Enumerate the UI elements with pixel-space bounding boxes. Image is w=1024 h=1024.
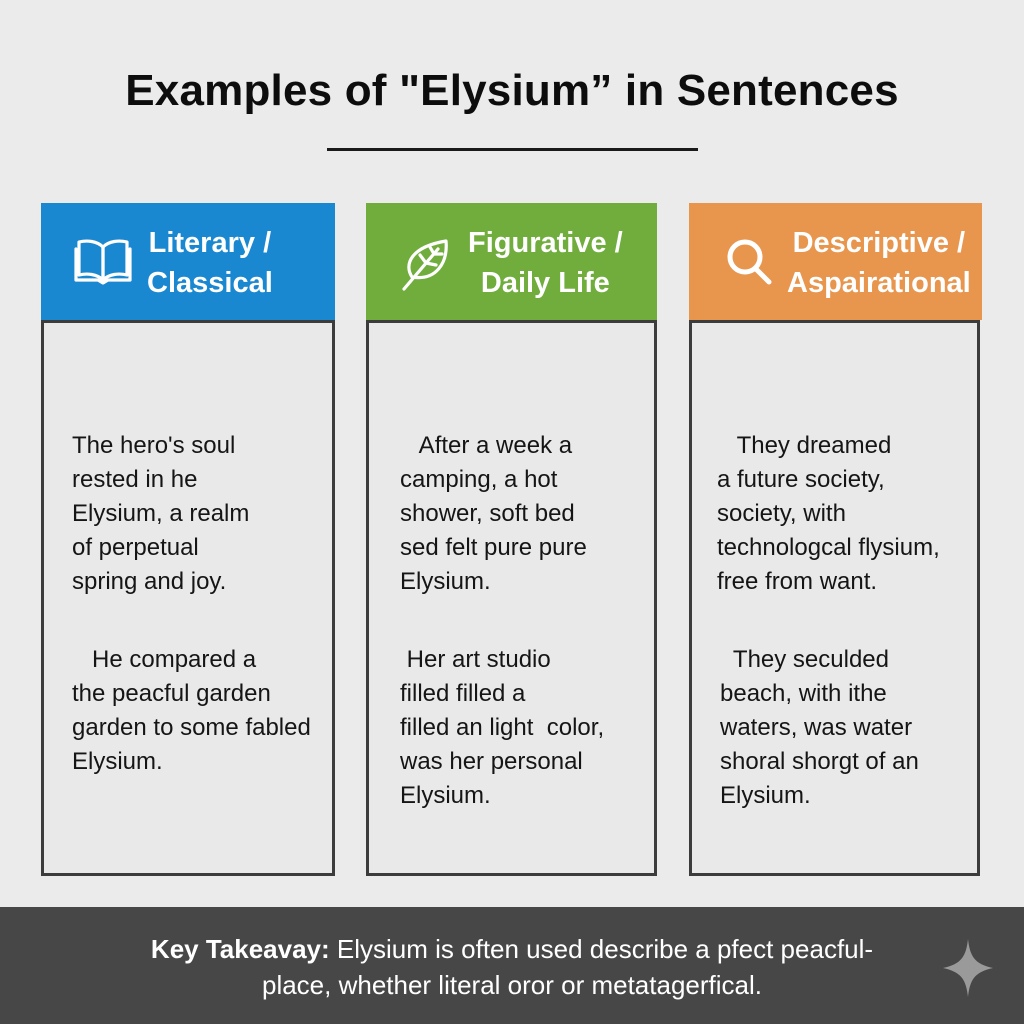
card-title-line1: Descriptive /	[792, 227, 966, 259]
card-title-line2: Classical	[147, 267, 273, 299]
card-header-literary: Literary / Classical	[41, 203, 335, 320]
card-descriptive-aspirational: Descriptive / Aspairational They dreamed…	[689, 203, 982, 876]
card-literary-classical: Literary / Classical The hero's soul res…	[41, 203, 335, 876]
example-sentence: After a week a camping, a hot shower, so…	[400, 432, 587, 595]
example-sentence: They dreamed a future society, society, …	[717, 432, 940, 595]
open-book-icon	[71, 229, 135, 293]
card-header-figurative: Figurative / Daily Life	[366, 203, 657, 320]
key-takeaway-line2: place, whether literal oror or metatager…	[261, 970, 762, 1000]
example-sentence: He compared a the peacful garden garden …	[72, 646, 311, 775]
magnifying-glass-icon	[719, 229, 783, 293]
example-sentence: Her art studio filled filled a filled an…	[400, 646, 605, 809]
key-takeaway-line1: Elysium is often used describe a pfect p…	[329, 934, 874, 964]
card-figurative-daily-life: Figurative / Daily Life After a week a c…	[366, 203, 657, 876]
sparkle-icon	[943, 939, 993, 997]
card-title-line2: Daily Life	[480, 267, 610, 299]
card-header-descriptive: Descriptive / Aspairational	[689, 203, 982, 320]
key-takeaway-text: Key Takeavay: Elysium is often used desc…	[0, 931, 1024, 1003]
card-title-line1: Literary /	[148, 227, 272, 259]
card-body-descriptive: They dreamed a future society, society, …	[689, 320, 980, 876]
card-body-literary: The hero's soul rested in he Elysium, a …	[41, 320, 335, 876]
card-title-line1: Figurative /	[468, 227, 623, 259]
card-body-figurative: After a week a camping, a hot shower, so…	[366, 320, 657, 876]
example-sentence: The hero's soul rested in he Elysium, a …	[72, 432, 250, 595]
key-takeaway-footer: Key Takeavay: Elysium is often used desc…	[0, 907, 1024, 1024]
card-title-line2: Aspairational	[787, 267, 971, 299]
key-takeaway-label: Key Takeavay:	[150, 934, 330, 964]
example-sentence: They seculded beach, with ithe waters, w…	[720, 646, 919, 809]
title-divider	[327, 148, 698, 151]
leaf-icon	[396, 229, 460, 293]
page-title: Examples of "Elysium” in Sentences	[125, 66, 899, 115]
